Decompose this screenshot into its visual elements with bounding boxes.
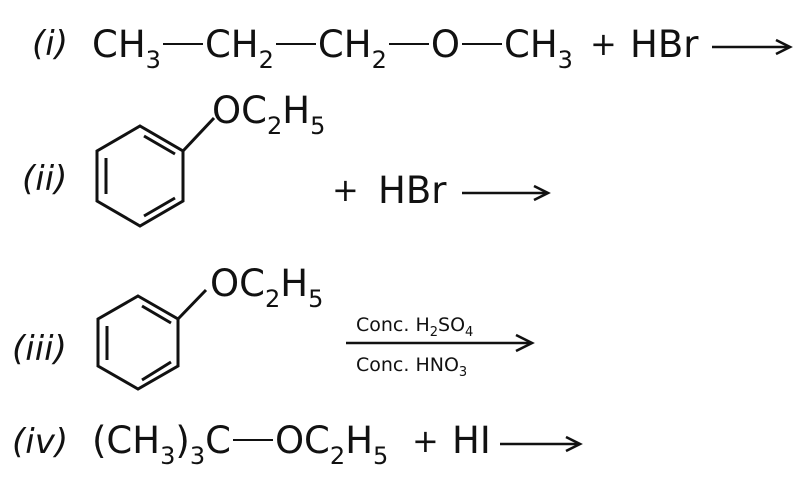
substituent-text: H (282, 89, 311, 132)
condition-text: Conc. H (356, 314, 430, 336)
reaction-4-atom: OC (274, 419, 330, 462)
reaction-4-atom: (CH (92, 419, 161, 462)
reaction-1-subscript: 3 (557, 46, 573, 74)
reaction-1-atom: CH (204, 23, 259, 66)
reaction-3-label: (iii) (12, 329, 67, 369)
reaction-1-subscript: 3 (145, 46, 161, 74)
reaction-2-substituent: OC2H5 (212, 89, 325, 138)
reaction-1-arrow-icon (712, 38, 793, 56)
reaction-1-plus: + (590, 25, 617, 63)
reaction-1-subscript: 2 (258, 46, 274, 74)
reaction-1-reagent: HBr (630, 23, 699, 66)
benzene-ring-icon (96, 288, 208, 391)
reaction-3-arrow-icon (346, 333, 535, 353)
reaction-2-reagent: HBr (378, 169, 447, 212)
substituent-subscript: 2 (264, 285, 281, 313)
substituent-subscript: 5 (308, 285, 324, 313)
reaction-1-subscript: 2 (371, 46, 387, 74)
reaction-4-subscript: 5 (373, 442, 389, 470)
reaction-1-atom: CH (503, 23, 558, 66)
reaction-4-atom: ) (175, 419, 190, 462)
substituent-subscript: 2 (266, 112, 283, 140)
reaction-4-atom: C (205, 419, 231, 462)
substituent-text: H (280, 262, 309, 305)
condition-text: Conc. HNO (356, 354, 459, 376)
substituent-text: OC (212, 89, 267, 132)
reaction-3-condition-below: Conc. HNO3 (356, 354, 467, 380)
reaction-1-oxygen: O (430, 23, 460, 66)
reaction-1-atom: CH (92, 23, 146, 66)
reaction-1-atom: CH (317, 23, 372, 66)
reaction-4-subscript: 3 (160, 442, 176, 470)
single-bond (275, 42, 316, 45)
reaction-3-substituent: OC2H5 (210, 262, 323, 311)
reaction-1-label: (i) (32, 24, 68, 64)
condition-text: SO (438, 314, 466, 336)
reaction-2-arrow-icon (462, 184, 551, 202)
reaction-4-reagent: HI (452, 419, 491, 462)
reaction-2-label: (ii) (22, 159, 68, 199)
reaction-3-condition-above: Conc. H2SO4 (356, 314, 473, 340)
reaction-4-subscript: 2 (329, 442, 346, 470)
condition-subscript: 2 (429, 325, 439, 340)
condition-subscript: 3 (458, 365, 468, 380)
benzene-ring-icon (95, 116, 216, 228)
substituent-text: OC (210, 262, 265, 305)
reaction-4-atom: H (345, 419, 374, 462)
single-bond (388, 42, 429, 45)
single-bond (461, 42, 502, 45)
reaction-4-subscript: 3 (189, 442, 206, 470)
single-bond (232, 438, 273, 441)
substituent-subscript: 5 (310, 112, 326, 140)
condition-subscript: 4 (465, 325, 474, 340)
single-bond (162, 42, 203, 45)
reaction-4-arrow-icon (500, 435, 583, 453)
reaction-2-plus: + (332, 171, 359, 209)
reaction-4-plus: + (412, 422, 439, 460)
reaction-4-label: (iv) (12, 422, 69, 462)
